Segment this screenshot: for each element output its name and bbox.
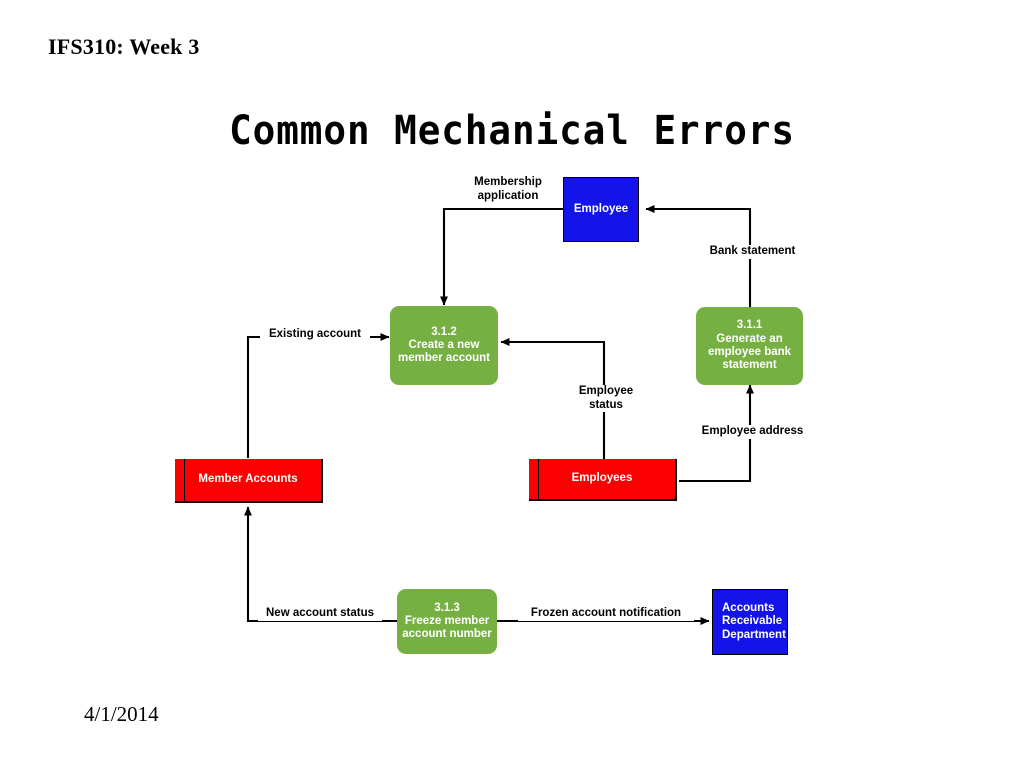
process-3-1-3[interactable]: 3.1.3 Freeze member account number	[397, 589, 497, 654]
process-3-1-2-label: 3.1.2 Create a new member account	[397, 325, 491, 365]
flow-label-frozen-account-notification: Frozen account notification	[518, 607, 694, 621]
data-store-employees-label: Employees	[571, 472, 633, 485]
flow-label-bank-statement: Bank statement	[694, 245, 811, 259]
slide-date: 4/1/2014	[84, 702, 159, 726]
flow-label-membership-application: Membership application	[461, 176, 555, 204]
data-store-member-accounts-label: Member Accounts	[198, 473, 298, 486]
flow-label-existing-account: Existing account	[260, 328, 370, 342]
entity-accounts-receivable-department-label: Accounts Receivable Department	[722, 602, 786, 641]
process-3-1-1-label: 3.1.1 Generate an employee bank statemen…	[707, 319, 792, 372]
flow-label-new-account-status: New account status	[258, 607, 382, 621]
page-title: Common Mechanical Errors	[229, 108, 795, 154]
entity-accounts-receivable-department[interactable]: Accounts Receivable Department	[712, 589, 788, 655]
process-3-1-1[interactable]: 3.1.1 Generate an employee bank statemen…	[696, 307, 803, 385]
process-3-1-3-label: 3.1.3 Freeze member account number	[402, 601, 492, 641]
slide-header: IFS310: Week 3	[48, 34, 200, 59]
entity-employee-label: Employee	[573, 202, 629, 215]
data-store-employees[interactable]: Employees	[529, 459, 677, 501]
entity-employee[interactable]: Employee	[563, 177, 639, 242]
flow-label-employee-status: Employee status	[558, 385, 654, 413]
data-store-member-accounts[interactable]: Member Accounts	[175, 459, 323, 503]
process-3-1-2[interactable]: 3.1.2 Create a new member account	[390, 306, 498, 385]
flow-label-employee-address: Employee address	[690, 425, 815, 439]
